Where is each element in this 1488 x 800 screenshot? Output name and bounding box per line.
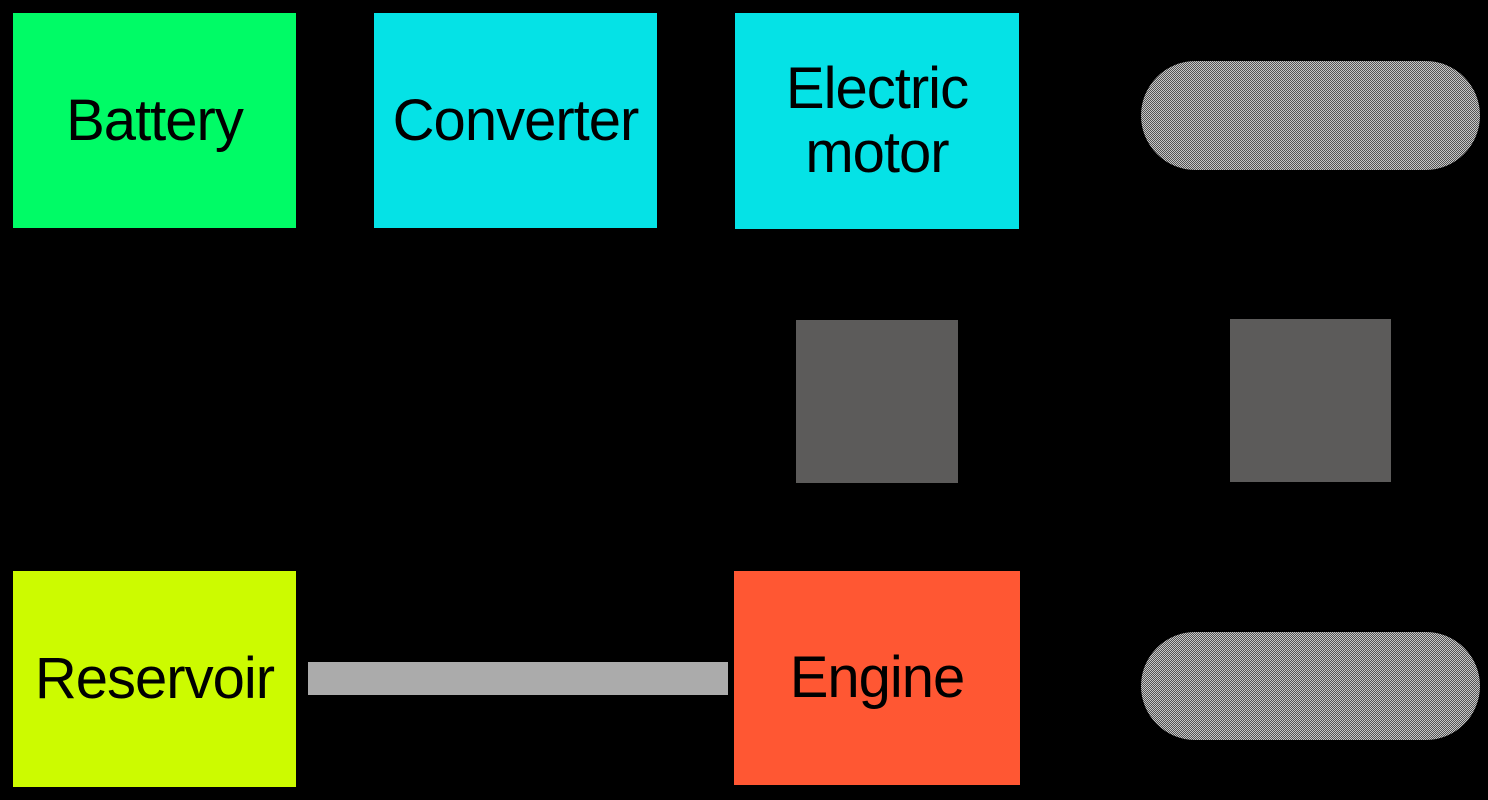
electric-motor-label: Electric motor — [785, 56, 969, 185]
engine-label: Engine — [789, 645, 966, 711]
reservoir-engine-connector — [308, 662, 728, 695]
engine-node: Engine — [734, 571, 1020, 785]
battery-label: Battery — [66, 87, 244, 153]
converter-label: Converter — [392, 87, 640, 153]
top-pill-shape — [1141, 61, 1480, 170]
reservoir-node: Reservoir — [13, 571, 296, 787]
reservoir-label: Reservoir — [34, 646, 275, 712]
gray-square-left — [796, 320, 958, 483]
battery-node: Battery — [13, 13, 296, 228]
converter-node: Converter — [374, 13, 657, 228]
electric-motor-node: Electric motor — [735, 13, 1019, 229]
bottom-pill-shape — [1141, 632, 1480, 740]
gray-square-right — [1230, 319, 1391, 482]
